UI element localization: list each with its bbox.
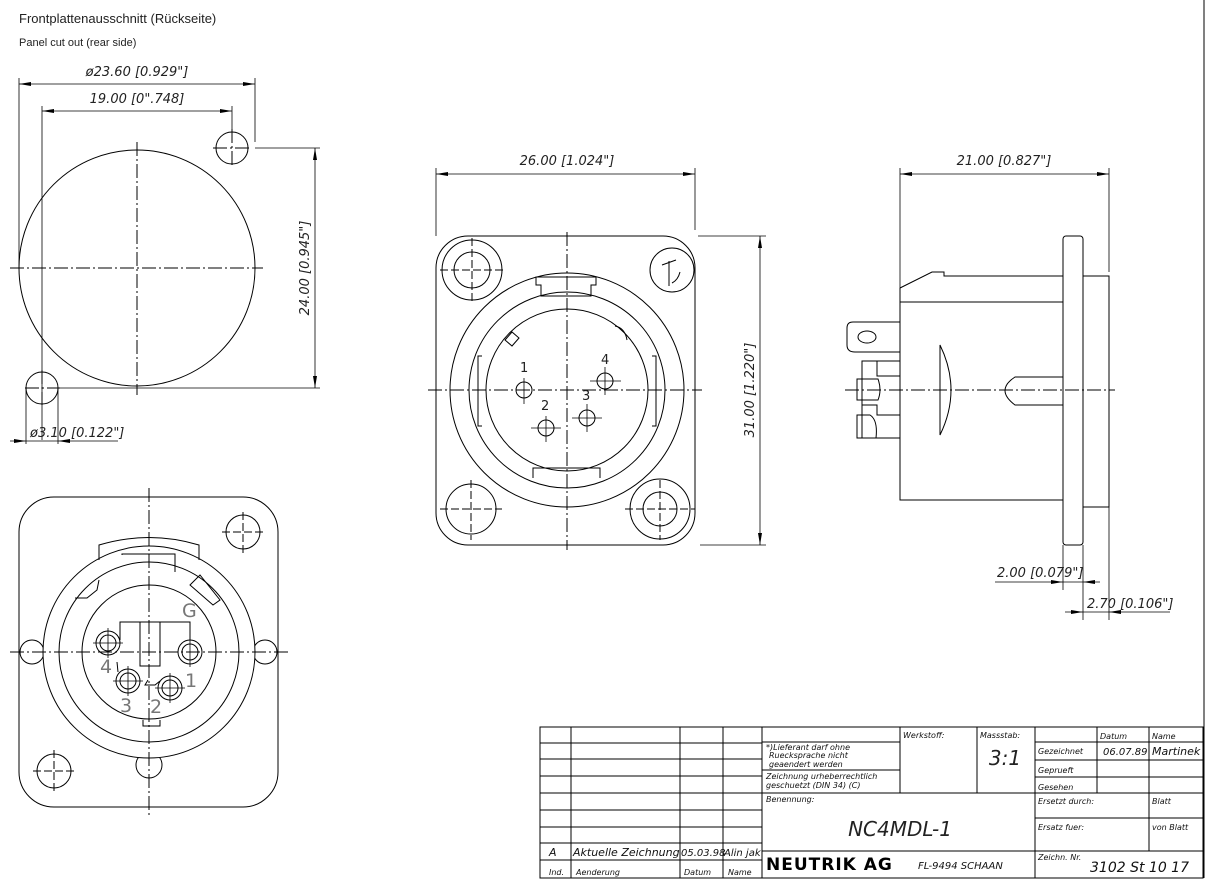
svg-text:Ind.: Ind. — [549, 868, 564, 877]
front-view: 1 2 3 4 26.00 [1.024"] 31.00 [1.220"] — [428, 154, 766, 550]
dim-hole-vertical: 24.00 [0.945"] — [298, 221, 313, 316]
revision-name: Alin jak — [723, 848, 762, 859]
svg-text:Name: Name — [1152, 732, 1176, 741]
drawing-number: 3102 St 10 17 — [1090, 860, 1189, 876]
svg-text:*)Lieferant darf ohne: *)Lieferant darf ohne — [766, 743, 850, 752]
dim-hole-spacing: 19.00 [0".748] — [90, 92, 185, 107]
scale-label: Massstab: — [980, 731, 1020, 740]
svg-text:Ruecksprache nicht: Ruecksprache nicht — [769, 751, 849, 760]
pin-1 — [515, 378, 533, 404]
panel-cutout-view: ø23.60 [0.929"] 19.00 [0".748] 24.00 [0.… — [10, 65, 320, 444]
rear-pin-2 — [155, 673, 185, 703]
pin-label-4: 4 — [601, 353, 609, 368]
latch — [535, 276, 597, 297]
svg-text:Blatt: Blatt — [1152, 797, 1172, 806]
pin-3 — [572, 404, 602, 432]
heading-en: Panel cut out (rear side) — [19, 37, 136, 49]
rear-pin-label-2: 2 — [150, 696, 162, 718]
designation-label: Benennung: — [766, 795, 815, 804]
pin-label-3: 3 — [582, 389, 590, 404]
rear-pin-3 — [113, 666, 143, 696]
svg-text:Datum: Datum — [1100, 732, 1127, 741]
neutrik-logo-icon — [661, 259, 681, 286]
rear-pin-label-4: 4 — [100, 656, 112, 678]
rear-view: 1 2 3 4 G — [10, 488, 288, 815]
revision-date: 05.03.98 — [681, 848, 726, 859]
revision-change: Aktuelle Zeichnung — [572, 846, 680, 859]
ground-label: G — [182, 600, 197, 622]
svg-text:Zeichn. Nr.: Zeichn. Nr. — [1037, 853, 1081, 862]
drawn-name: Martinek — [1152, 745, 1201, 758]
rear-pin-1 — [177, 637, 203, 667]
dim-hole-diameter: ø3.10 [0.122"] — [29, 426, 124, 441]
pin-4 — [590, 367, 621, 395]
material-label: Werkstoff: — [903, 731, 945, 740]
rear-pin-4 — [93, 628, 123, 658]
svg-text:geschuetzt (DIN 34) (C): geschuetzt (DIN 34) (C) — [766, 781, 860, 790]
svg-text:Aenderung: Aenderung — [575, 868, 620, 877]
dim-front-width: 26.00 [1.024"] — [520, 154, 615, 169]
svg-text:Datum: Datum — [684, 868, 711, 877]
designation: NC4MDL-1 — [848, 817, 952, 841]
dim-front-height: 31.00 [1.220"] — [743, 343, 758, 438]
dim-depth: 21.00 [0.827"] — [957, 154, 1052, 169]
pin-label-1: 1 — [520, 361, 528, 376]
svg-text:geaendert werden: geaendert werden — [769, 760, 843, 769]
pin-2 — [531, 416, 561, 442]
revision-index: A — [548, 846, 557, 859]
neutrik-logo-icon — [649, 247, 695, 293]
rear-pin-label-1: 1 — [185, 670, 197, 692]
svg-text:Ersatz fuer:: Ersatz fuer: — [1038, 823, 1084, 832]
svg-text:Gesehen: Gesehen — [1038, 783, 1073, 792]
svg-text:Geprueft: Geprueft — [1038, 766, 1074, 775]
scale-value: 3:1 — [989, 746, 1021, 770]
svg-text:Name: Name — [728, 868, 752, 877]
svg-text:Ersetzt durch:: Ersetzt durch: — [1038, 797, 1094, 806]
svg-text:Gezeichnet: Gezeichnet — [1038, 747, 1084, 756]
company-logo: NEUTRIK AG — [766, 855, 893, 875]
rear-pin-label-3: 3 — [120, 695, 132, 717]
pin-label-2: 2 — [541, 399, 549, 414]
drawn-date: 06.07.89 — [1103, 747, 1148, 758]
heading-de: Frontplattenausschnitt (Rückseite) — [19, 11, 216, 26]
dim-flange-thickness: 2.00 [0.079"] — [997, 566, 1083, 581]
company-address: FL-9494 SCHAAN — [918, 861, 1003, 872]
svg-text:von Blatt: von Blatt — [1152, 823, 1189, 832]
revision-table: A Aktuelle Zeichnung 05.03.98 Alin jak I… — [540, 727, 763, 878]
svg-text:Zeichnung urheberrechtlich: Zeichnung urheberrechtlich — [765, 772, 877, 781]
title-block: A Aktuelle Zeichnung 05.03.98 Alin jak I… — [539, 726, 1204, 879]
side-view: 21.00 [0.827"] 2.00 [0.079"] 2.70 [0.106… — [845, 154, 1173, 620]
dim-front-depth: 2.70 [0.106"] — [1087, 597, 1173, 612]
dim-cutout-diameter: ø23.60 [0.929"] — [85, 65, 189, 80]
